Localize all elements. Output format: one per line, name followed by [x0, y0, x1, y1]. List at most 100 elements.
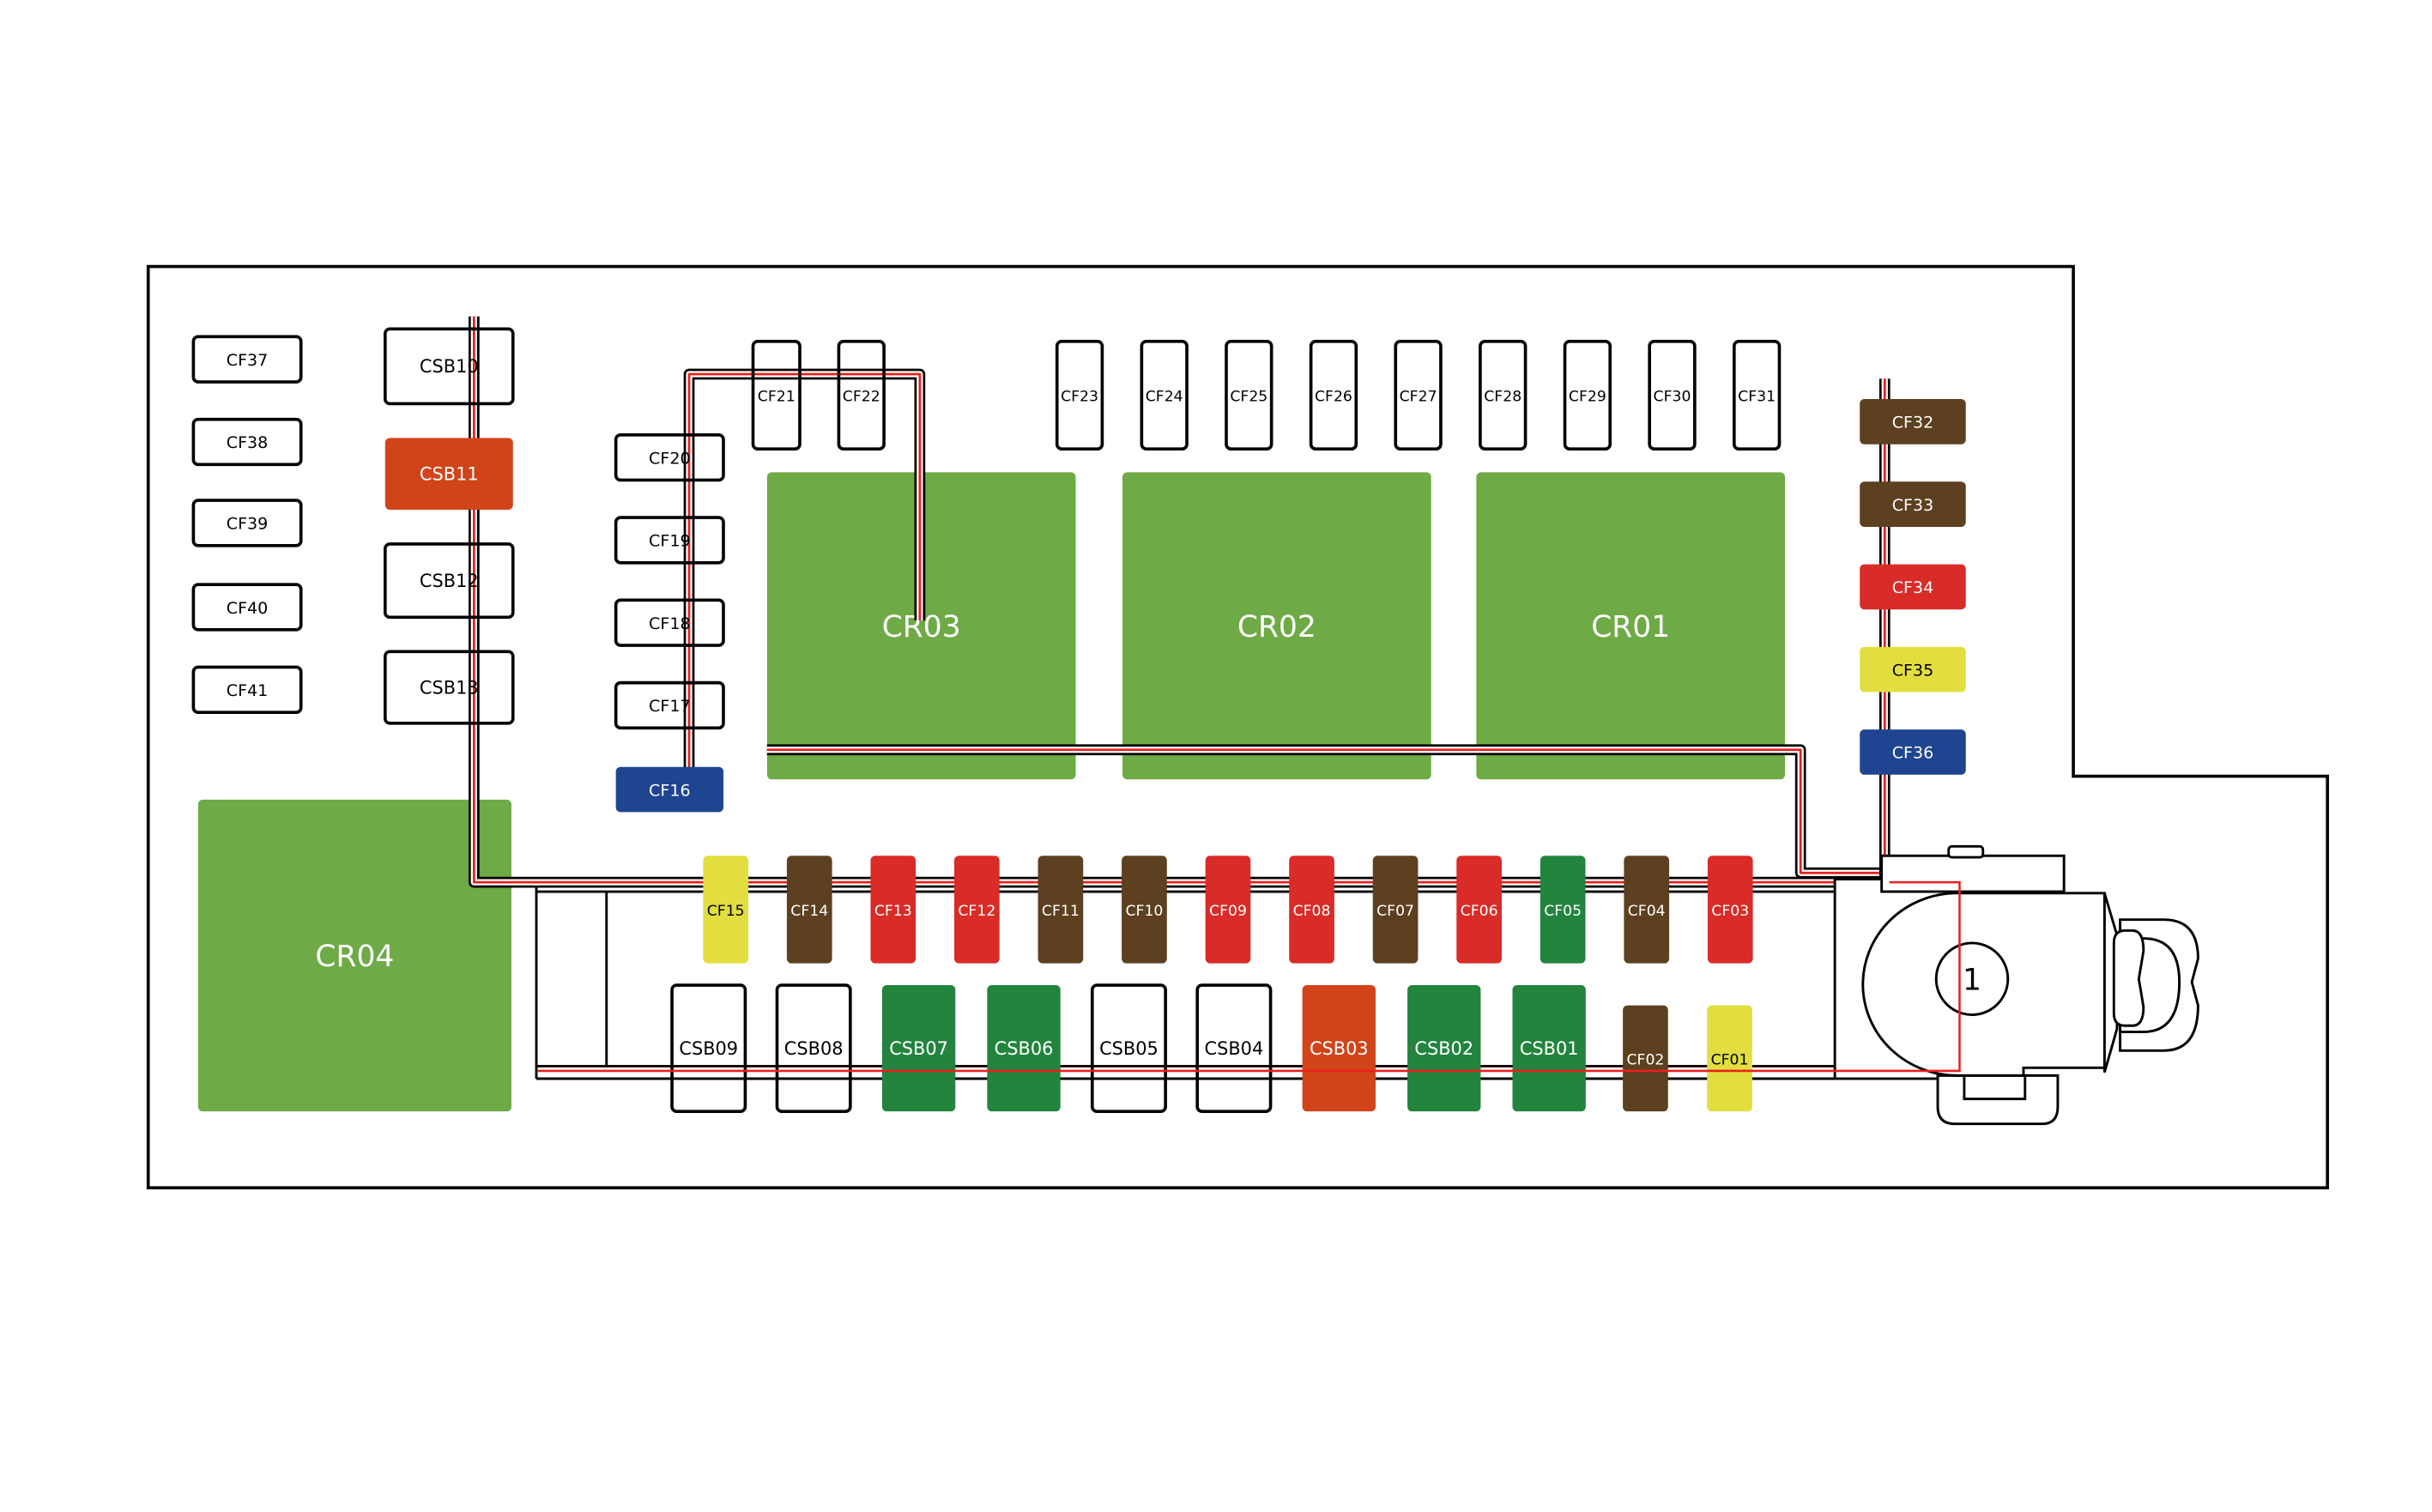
fuse-label: CF21: [758, 389, 796, 406]
fuse-cf25[interactable]: CF25: [1225, 339, 1273, 451]
fuse-cf08[interactable]: CF08: [1289, 856, 1334, 964]
breaker-csb11[interactable]: CSB11: [384, 438, 513, 510]
fuse-label: CF13: [874, 903, 912, 920]
fuse-cf19[interactable]: CF19: [614, 516, 725, 565]
fuse-cf03[interactable]: CF03: [1707, 856, 1753, 964]
breaker-csb02[interactable]: CSB02: [1407, 985, 1481, 1112]
fuse-body: [1479, 339, 1528, 451]
fuse-cf24[interactable]: CF24: [1140, 339, 1189, 451]
fuse-label: CF38: [227, 433, 269, 452]
fuse-body: [615, 766, 723, 813]
fuse-body: [751, 339, 802, 451]
fuse-cf02[interactable]: CF02: [1623, 1005, 1668, 1112]
breaker-body: [384, 438, 513, 510]
fuse-cf04[interactable]: CF04: [1624, 856, 1670, 964]
fuse-label: CF34: [1892, 578, 1934, 597]
fuse-label: CF24: [1146, 389, 1183, 406]
breaker-csb13[interactable]: CSB13: [383, 650, 515, 725]
fuse-cf07[interactable]: CF07: [1372, 856, 1419, 964]
fuse-body: [1860, 481, 1966, 527]
relay-cr02[interactable]: CR02: [1122, 472, 1431, 780]
fuse-cf14[interactable]: CF14: [786, 856, 832, 964]
fuse-label: CF37: [227, 351, 269, 370]
fuse-cf20[interactable]: CF20: [614, 432, 725, 482]
fuse-cf33[interactable]: CF33: [1860, 481, 1966, 527]
fuse-label: CF12: [958, 903, 995, 920]
fuse-cf38[interactable]: CF38: [191, 417, 303, 467]
breaker-csb04[interactable]: CSB04: [1195, 983, 1273, 1113]
fuse-label: CF22: [843, 389, 880, 406]
breaker-csb07[interactable]: CSB07: [881, 985, 956, 1112]
fuse-cf11[interactable]: CF11: [1038, 856, 1084, 964]
fuse-cf37[interactable]: CF37: [191, 335, 303, 384]
fuse-label: CF32: [1892, 414, 1934, 432]
fuse-body: [1140, 339, 1189, 451]
breaker-csb06[interactable]: CSB06: [987, 985, 1061, 1112]
wire-harness-3: [766, 744, 1887, 879]
relay-cr04[interactable]: CR04: [197, 799, 511, 1112]
breaker-csb12[interactable]: CSB12: [383, 542, 515, 620]
fuse-label: CF29: [1569, 389, 1606, 406]
fuse-cf27[interactable]: CF27: [1394, 339, 1443, 451]
fuse-cf16[interactable]: CF16: [615, 766, 723, 813]
fuse-cf35[interactable]: CF35: [1860, 646, 1966, 692]
fuse-body: [1732, 339, 1782, 451]
fuse-body: [1055, 339, 1104, 451]
fuse-body: [1372, 856, 1419, 964]
breaker-body: [670, 983, 747, 1113]
breaker-body: [1195, 983, 1273, 1113]
fuse-cf23[interactable]: CF23: [1055, 339, 1104, 451]
fuse-cf18[interactable]: CF18: [614, 598, 725, 647]
fuse-cf17[interactable]: CF17: [614, 680, 725, 730]
fuse-cf36[interactable]: CF36: [1860, 729, 1966, 775]
fuse-cf28[interactable]: CF28: [1479, 339, 1528, 451]
fuse-label: CF36: [1892, 744, 1934, 763]
relay-body: [197, 799, 511, 1112]
fuse-cf39[interactable]: CF39: [191, 499, 303, 547]
fuse-cf34[interactable]: CF34: [1860, 564, 1966, 610]
fuse-cf32[interactable]: CF32: [1860, 399, 1966, 445]
fuse-label: CF01: [1711, 1052, 1749, 1069]
fuse-cf10[interactable]: CF10: [1122, 856, 1167, 964]
fuse-cf13[interactable]: CF13: [870, 856, 917, 964]
breaker-csb10[interactable]: CSB10: [383, 327, 515, 406]
fuse-body: [1860, 729, 1966, 775]
fuse-cf40[interactable]: CF40: [191, 583, 303, 632]
fuse-body: [1038, 856, 1084, 964]
fuse-label: CF27: [1400, 389, 1437, 406]
fuse-cf09[interactable]: CF09: [1205, 856, 1251, 964]
fuse-body: [1225, 339, 1273, 451]
fuse-cf26[interactable]: CF26: [1309, 339, 1358, 451]
fuse-cf31[interactable]: CF31: [1732, 339, 1782, 451]
breaker-label: CSB10: [420, 356, 479, 377]
fuse-label: CF06: [1461, 903, 1498, 920]
fuse-label: CF39: [227, 515, 269, 534]
fuse-cf30[interactable]: CF30: [1648, 339, 1697, 451]
breaker-csb01[interactable]: CSB01: [1512, 985, 1586, 1112]
fuse-body: [1624, 856, 1670, 964]
breaker-csb03[interactable]: CSB03: [1302, 985, 1376, 1112]
fuse-cf22[interactable]: CF22: [837, 339, 886, 451]
fuse-label: CF35: [1892, 661, 1934, 680]
breaker-body: [1090, 983, 1167, 1113]
fuse-cf12[interactable]: CF12: [954, 856, 1000, 964]
fuse-cf05[interactable]: CF05: [1540, 856, 1586, 964]
fuse-cf06[interactable]: CF06: [1456, 856, 1502, 964]
breaker-csb09[interactable]: CSB09: [670, 983, 747, 1113]
breaker-csb05[interactable]: CSB05: [1090, 983, 1167, 1113]
breaker-body: [881, 985, 956, 1112]
fuse-cf01[interactable]: CF01: [1707, 1005, 1752, 1112]
fuse-label: CF07: [1376, 903, 1414, 920]
fuse-cf15[interactable]: CF15: [703, 856, 749, 964]
fuse-label: CF03: [1711, 903, 1749, 920]
breaker-label: CSB13: [420, 677, 479, 698]
relay-cr01[interactable]: CR01: [1476, 472, 1786, 780]
fuse-cf29[interactable]: CF29: [1563, 339, 1612, 451]
fuse-label: CF33: [1892, 496, 1934, 515]
fuse-cf21[interactable]: CF21: [751, 339, 802, 451]
connector-wire-red: [537, 880, 1961, 1073]
fuse-label: CF10: [1125, 903, 1163, 920]
fuse-cf41[interactable]: CF41: [191, 665, 303, 714]
fuse-body: [614, 680, 725, 730]
breaker-csb08[interactable]: CSB08: [775, 983, 852, 1113]
